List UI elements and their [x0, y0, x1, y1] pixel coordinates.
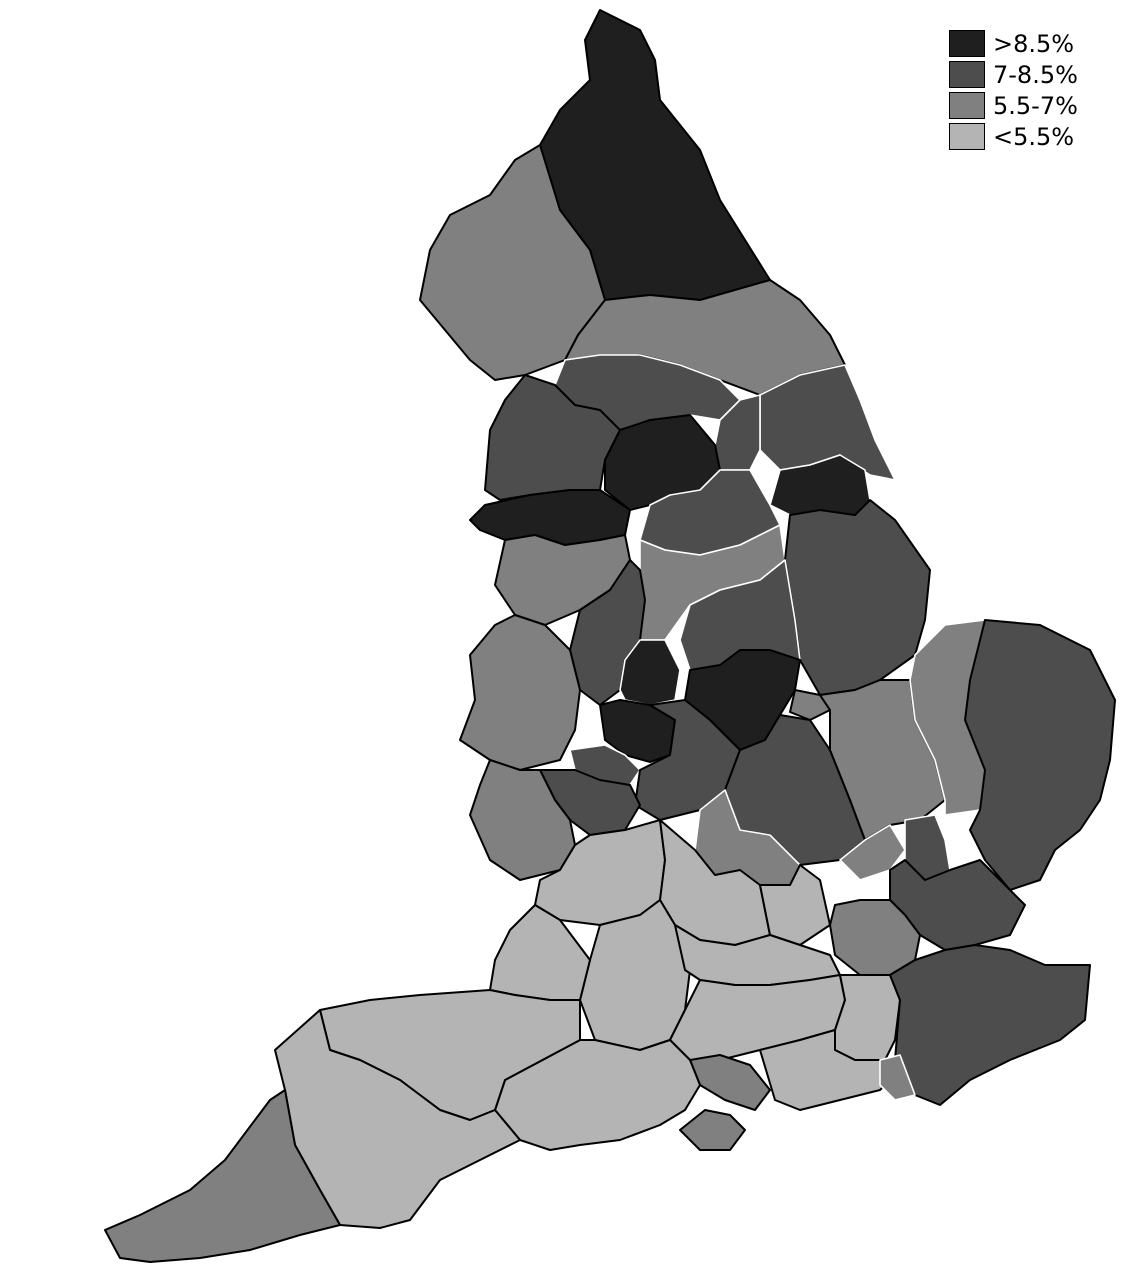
legend-swatch — [949, 30, 985, 57]
legend-swatch — [949, 123, 985, 150]
region-cambridgeshire[interactable] — [819, 679, 946, 841]
region-kent[interactable] — [889, 944, 1091, 1106]
region-east-riding[interactable] — [759, 364, 896, 481]
legend-label: 5.5-7% — [993, 91, 1078, 120]
legend-item: 5.5-7% — [949, 90, 1078, 121]
legend-item: 7-8.5% — [949, 59, 1078, 90]
legend-swatch — [949, 61, 985, 88]
region-surrey[interactable] — [834, 974, 901, 1061]
region-lincolnshire[interactable] — [784, 499, 931, 696]
region-brighton[interactable] — [879, 1054, 916, 1101]
region-greater-manchester[interactable] — [469, 489, 631, 546]
legend-item: <5.5% — [949, 121, 1078, 152]
region-southampton[interactable] — [689, 1054, 771, 1111]
region-cornwall[interactable] — [104, 1089, 341, 1263]
legend-item: >8.5% — [949, 28, 1078, 59]
legend-label: 7-8.5% — [993, 60, 1078, 89]
map-legend: >8.5% 7-8.5% 5.5-7% <5.5% — [949, 28, 1078, 152]
legend-label: <5.5% — [993, 122, 1075, 151]
region-shropshire[interactable] — [459, 614, 581, 771]
legend-label: >8.5% — [993, 29, 1075, 58]
region-isle-of-wight[interactable] — [679, 1109, 746, 1151]
region-rutland[interactable] — [789, 689, 831, 721]
region-warwickshire[interactable] — [634, 699, 741, 821]
region-cumbria[interactable] — [419, 144, 606, 381]
region-norfolk[interactable] — [964, 619, 1116, 891]
legend-swatch — [949, 92, 985, 119]
